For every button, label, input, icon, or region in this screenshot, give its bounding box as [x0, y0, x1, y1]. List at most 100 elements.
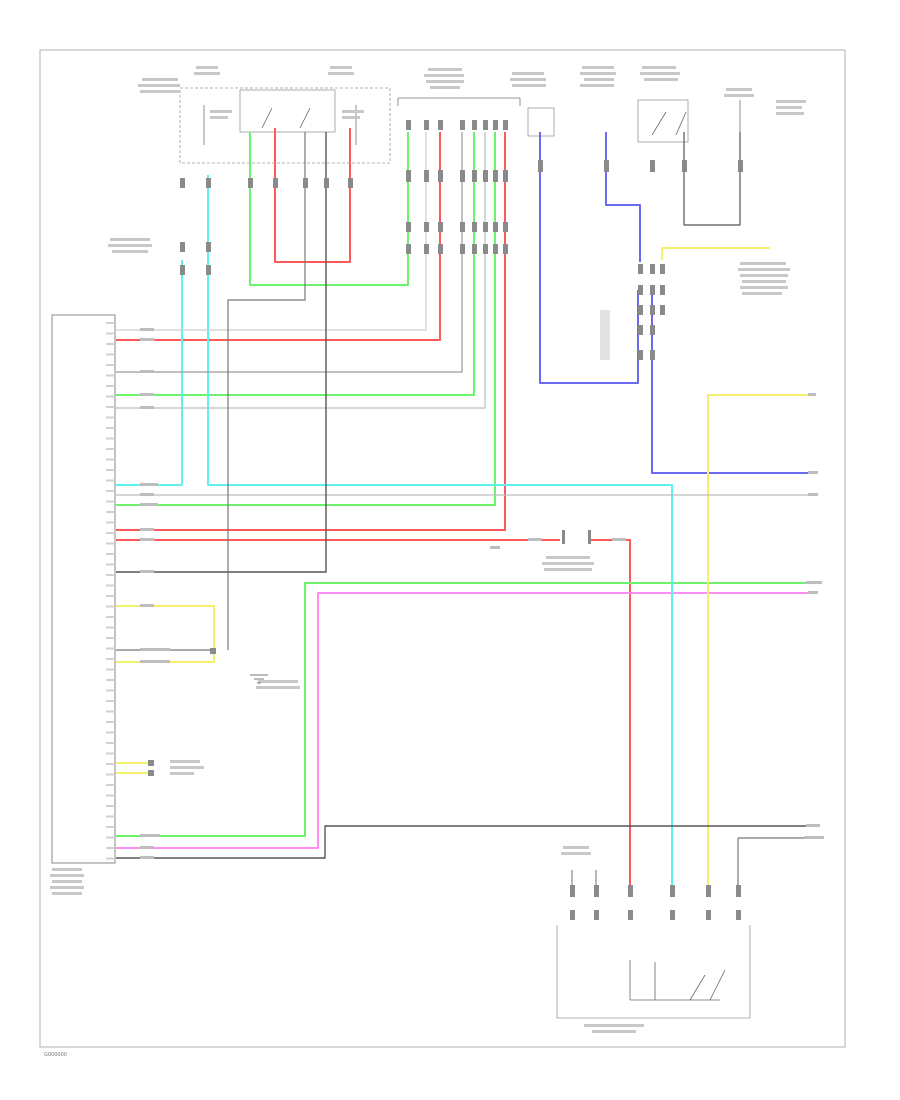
- connectors: [148, 120, 743, 920]
- tcm-pin: [106, 500, 115, 503]
- wire-pink: [116, 592, 810, 849]
- tcm-pin: [106, 742, 115, 744]
- wire-yellow: [116, 762, 152, 774]
- tcm-pin: [106, 784, 115, 786]
- tcm-pin: [106, 458, 115, 461]
- tcm-pin: [106, 322, 115, 324]
- tcm-pin: [106, 479, 115, 482]
- tcm-pin: [106, 574, 115, 576]
- switch-icon: [629, 960, 726, 1001]
- ecu-header-bracket: [397, 97, 521, 106]
- tcm-pin: [106, 805, 115, 807]
- wire-tags: [140, 328, 824, 859]
- wire-red: [116, 132, 441, 341]
- tcm-pin: [106, 752, 115, 755]
- tcm-pin: [106, 490, 115, 492]
- tcm-pin: [106, 815, 115, 818]
- wire-gray: [116, 132, 427, 331]
- tcm-pin: [106, 836, 115, 839]
- wire-green: [116, 582, 810, 837]
- component-labels: [50, 66, 806, 1033]
- tcm-pin: [106, 343, 115, 345]
- tcm-pin: [106, 857, 115, 860]
- wire-gray: [116, 132, 486, 409]
- tcm-pin: [106, 563, 115, 566]
- transmission-switch: [556, 925, 751, 1019]
- tcm-pin: [106, 647, 115, 650]
- wire-dark: [683, 132, 741, 226]
- tcm-pin: [106, 595, 115, 597]
- tcm-pin: [106, 721, 115, 723]
- tcm-pin: [106, 532, 115, 534]
- wire-red: [590, 539, 631, 885]
- connector-icon: [248, 178, 353, 188]
- wire-blue: [651, 290, 810, 474]
- tcm-pin: [106, 521, 115, 524]
- connector-icon: [406, 222, 508, 254]
- tcm-pin: [106, 395, 115, 398]
- tcm-pin: [106, 731, 115, 734]
- connector-icon: [570, 885, 741, 920]
- wire-green: [249, 132, 409, 286]
- wire-dark: [571, 870, 597, 885]
- wire-dark: [227, 132, 306, 650]
- wire-dark: [116, 132, 327, 573]
- connector-icon: [406, 120, 508, 130]
- wire-yellow: [116, 605, 215, 663]
- connector-icon: [148, 530, 591, 776]
- wire-red: [274, 128, 351, 263]
- tcm-pin: [106, 658, 115, 660]
- tcm-pin: [106, 637, 115, 639]
- wire-blue: [539, 132, 639, 384]
- wire-dark: [737, 837, 810, 885]
- tcm-pin: [106, 374, 115, 377]
- wire-red: [116, 132, 506, 531]
- tcm-pin: [106, 679, 115, 681]
- ground-icon: [250, 674, 268, 684]
- tcm-pin: [106, 353, 115, 356]
- switch-icon: [651, 111, 687, 136]
- tcm-pin: [106, 826, 115, 828]
- relay-box: [239, 89, 336, 133]
- tcm-pin: [106, 710, 115, 713]
- connector-icon: [180, 178, 211, 275]
- tcm-pin: [106, 416, 115, 419]
- fuse-box-left: [179, 87, 391, 164]
- tcm-pin: [106, 437, 115, 440]
- connector-icon: [638, 264, 665, 360]
- wire-yellow: [707, 394, 810, 885]
- tcm-pin: [106, 794, 115, 797]
- top-components: [179, 87, 741, 164]
- connector-icon: [538, 160, 743, 172]
- wire-yellow: [661, 247, 770, 260]
- diagram-frame: [39, 49, 846, 1048]
- tcm-pin: [106, 427, 115, 429]
- tcm-pin: [106, 364, 115, 366]
- tcm-pin: [106, 511, 115, 513]
- brake-switch-box: [527, 107, 555, 137]
- connector-icon: [406, 170, 508, 182]
- stop-switch-box: [637, 99, 689, 143]
- wire-green: [116, 132, 496, 506]
- tcm-pin: [106, 448, 115, 450]
- tcm-pin: [106, 626, 115, 629]
- tcm-box: [51, 314, 116, 864]
- tcm-pin: [106, 689, 115, 692]
- wire-gray: [116, 132, 463, 373]
- tcm-pin: [106, 616, 115, 618]
- tcm-pin: [106, 847, 115, 849]
- tcm-block: [51, 314, 116, 864]
- tcm-pins: [106, 322, 115, 860]
- wire-dark: [116, 825, 810, 859]
- tcm-pin: [106, 385, 115, 387]
- footer-code: G000000: [44, 1052, 67, 1058]
- tcm-pin: [106, 332, 115, 335]
- wire-green: [116, 132, 475, 396]
- tcm-pin: [106, 605, 115, 608]
- tcm-pin: [106, 553, 115, 555]
- tcm-pin: [106, 469, 115, 471]
- wires: [116, 128, 810, 885]
- tcm-pin: [106, 700, 115, 702]
- tcm-pin: [106, 406, 115, 408]
